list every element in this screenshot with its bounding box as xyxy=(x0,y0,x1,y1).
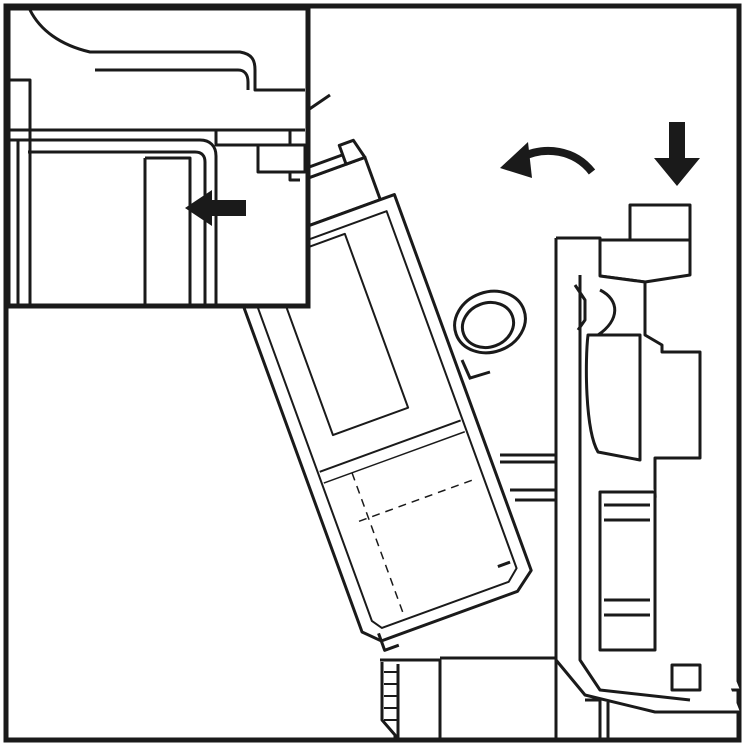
cup-port xyxy=(453,289,527,380)
vacuum-body xyxy=(380,203,740,740)
inset-detail xyxy=(5,5,311,309)
arrow-left-icon xyxy=(185,190,246,226)
curved-arrow-left-icon xyxy=(500,142,596,178)
arrow-down-icon xyxy=(654,122,700,186)
